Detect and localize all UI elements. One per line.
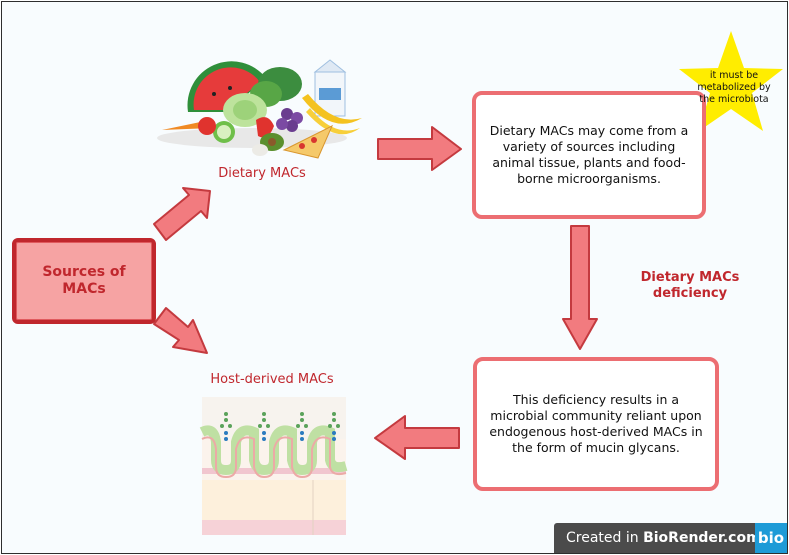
dietary-description-box: Dietary MACs may come from a variety of … [472,91,706,219]
mucosa-illustration [199,397,348,535]
food-illustration [157,59,362,159]
footer-text: Created in BioRender.com [554,530,761,546]
footer-brand: BioRender.com [643,530,761,546]
host-derived-label: Host-derived MACs [210,372,334,387]
sources-box: Sources of MACs [12,238,156,324]
biorender-footer[interactable]: Created in BioRender.com bio [554,523,787,553]
dietary-description: Dietary MACs may come from a variety of … [489,123,689,186]
arrow-to-host [153,307,208,354]
deficiency-description-box: This deficiency results in a microbial c… [473,357,719,491]
biorender-logo-icon: bio [755,523,787,553]
sources-label: Sources of MACs [42,264,126,297]
star-shape [679,31,783,131]
deficiency-label: Dietary MACs deficiency [640,270,740,301]
arrow-left-to-host [374,415,460,460]
deficiency-description: This deficiency results in a microbial c… [489,392,703,455]
star-note: it must be metabolized by the microbiota [697,70,771,105]
arrow-to-dietary [153,187,211,241]
arrow-right-to-description [377,126,462,171]
dietary-label: Dietary MACs [218,166,306,181]
footer-prefix: Created in [566,530,644,546]
arrow-down-to-deficiency [562,225,598,350]
